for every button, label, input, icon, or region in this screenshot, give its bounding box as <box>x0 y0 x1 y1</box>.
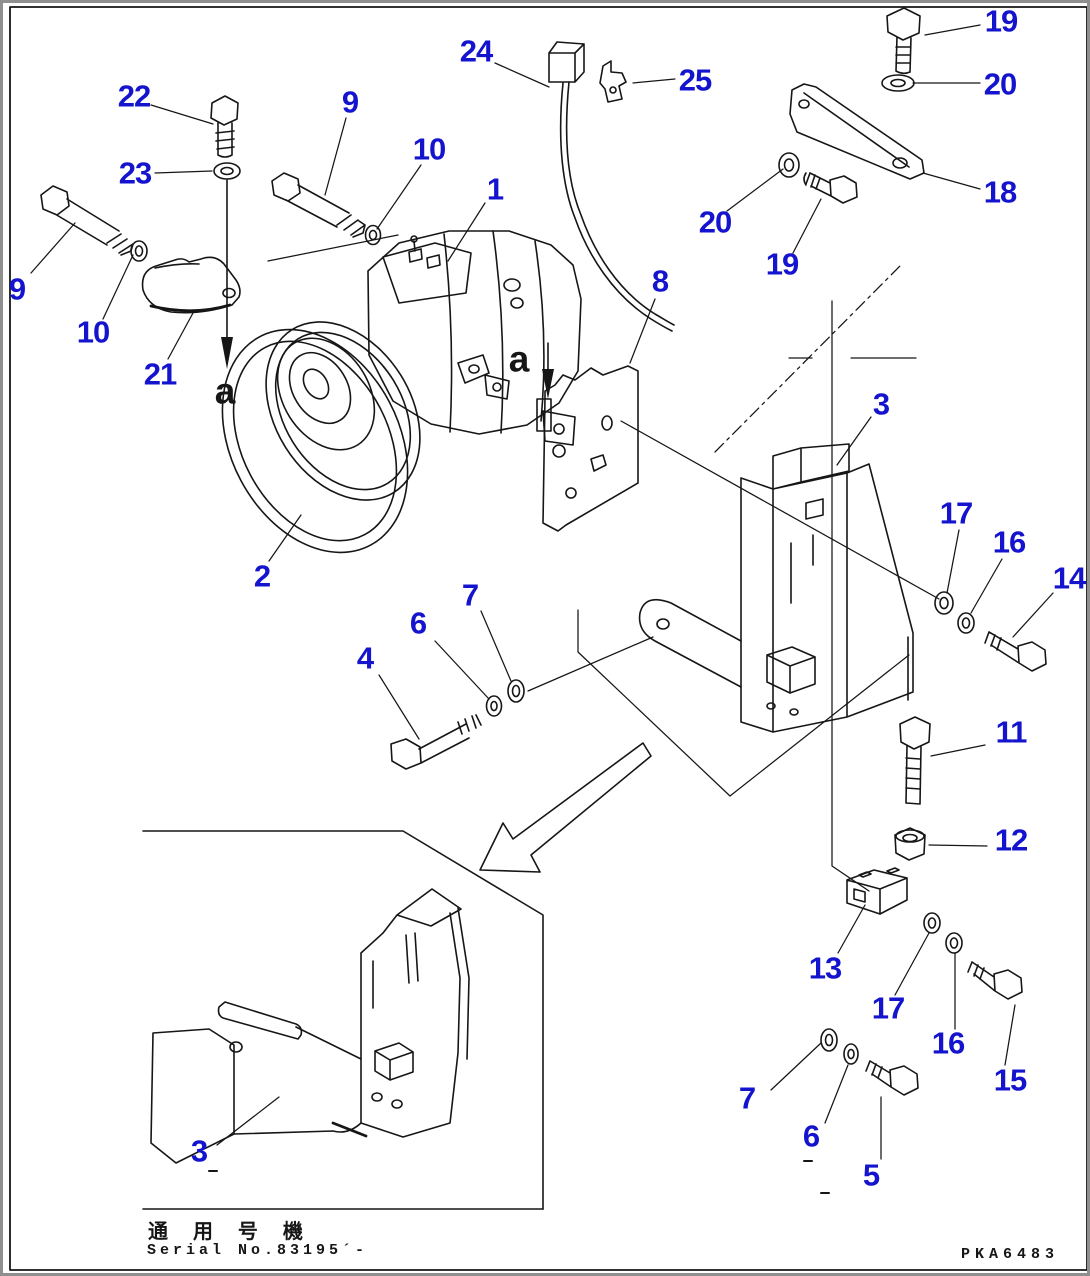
callout-5: 5 <box>862 1157 880 1193</box>
part-14-bolt <box>984 631 1047 672</box>
callout-9: 9 <box>8 271 26 307</box>
callout-3: 3 <box>872 386 890 422</box>
detail-view-boundary <box>142 830 544 1210</box>
part-11-bolt <box>899 716 931 805</box>
part-10-washer-left <box>130 240 148 262</box>
drawing-frame <box>9 6 1087 1271</box>
callout-6: 6 <box>409 605 427 641</box>
callout-10: 10 <box>412 131 446 167</box>
callout-10: 10 <box>76 314 110 350</box>
callout-9: 9 <box>341 84 359 120</box>
callout-20: 20 <box>983 66 1017 102</box>
part-18-bracket <box>789 83 925 180</box>
part-16-washer-lower <box>945 932 963 954</box>
part-19-bolt-top <box>886 7 921 75</box>
callout-15: 15 <box>993 1062 1027 1098</box>
part-25-clip <box>599 60 627 103</box>
part-7-washer-bottom <box>820 1028 838 1052</box>
callout-16: 16 <box>992 524 1026 560</box>
part-23-washer <box>213 162 241 180</box>
callout-8: 8 <box>651 263 669 299</box>
part-7-washer-mid <box>507 679 525 703</box>
callout-16: 16 <box>931 1025 965 1061</box>
leader-lines <box>30 24 1054 1160</box>
callout-13: 13 <box>808 950 842 986</box>
part-3-bracket-detail <box>150 888 470 1164</box>
tick-marks <box>208 1160 830 1194</box>
part-3-bracket-upper <box>638 443 914 733</box>
part-22-bolt <box>210 95 239 158</box>
callout-17: 17 <box>939 495 973 531</box>
part-17-washer-upper <box>934 591 954 615</box>
part-10-washer-top <box>364 224 382 246</box>
part-15-bolt <box>967 961 1023 1000</box>
callout-3: 3 <box>190 1133 208 1169</box>
projection-lines <box>267 234 940 892</box>
callout-7: 7 <box>461 577 479 613</box>
callout-2: 2 <box>253 558 271 594</box>
callout-14: 14 <box>1052 560 1086 596</box>
part-4-bolt <box>390 714 482 770</box>
section-line <box>714 265 901 453</box>
callout-1: 1 <box>486 171 504 207</box>
footer-applicable-machines: 通 用 号 機 <box>148 1219 312 1243</box>
callout-19: 19 <box>765 246 799 282</box>
part-6-washer-mid <box>485 695 503 717</box>
part-12-nut <box>894 827 926 861</box>
view-a-arrow-right <box>542 342 554 399</box>
callout-19: 19 <box>984 3 1018 39</box>
callout-6: 6 <box>802 1118 820 1154</box>
part-9-bolt-left <box>40 185 134 256</box>
part-16-washer-upper <box>957 612 975 634</box>
footer-serial-number: Serial No.83195´- <box>147 1242 369 1259</box>
footer-drawing-code: PKA6483 <box>961 1246 1060 1263</box>
callout-7: 7 <box>738 1080 756 1116</box>
part-17-washer-lower <box>923 912 941 934</box>
part-20-washer-left <box>778 152 800 178</box>
view-letter-a: a <box>508 338 530 380</box>
part-13-block <box>846 867 908 915</box>
callout-18: 18 <box>983 174 1017 210</box>
callout-24: 24 <box>459 33 493 69</box>
callout-12: 12 <box>994 822 1028 858</box>
view-a-arrow-left <box>221 179 233 369</box>
callout-11: 11 <box>995 714 1028 750</box>
part-2-belt <box>221 328 409 554</box>
part-9-bolt-top <box>271 172 366 238</box>
callout-22: 22 <box>117 78 151 114</box>
callout-17: 17 <box>871 990 905 1026</box>
part-5-bolt <box>865 1060 919 1096</box>
part-24-connector <box>548 41 675 332</box>
part-21-bracket <box>141 256 241 314</box>
detail-arrow <box>479 742 652 873</box>
part-20-washer-top <box>881 74 915 92</box>
part-19-bolt-lower <box>803 172 858 204</box>
part-8-plate <box>536 365 639 532</box>
callout-4: 4 <box>356 640 374 676</box>
callout-23: 23 <box>118 155 152 191</box>
callout-25: 25 <box>678 62 712 98</box>
part-1-compressor <box>265 230 582 501</box>
view-letter-a: a <box>214 370 236 412</box>
diagram-line-art <box>9 6 1087 1271</box>
part-6-washer-bottom <box>843 1043 859 1065</box>
callout-21: 21 <box>143 356 177 392</box>
callout-20: 20 <box>698 204 732 240</box>
